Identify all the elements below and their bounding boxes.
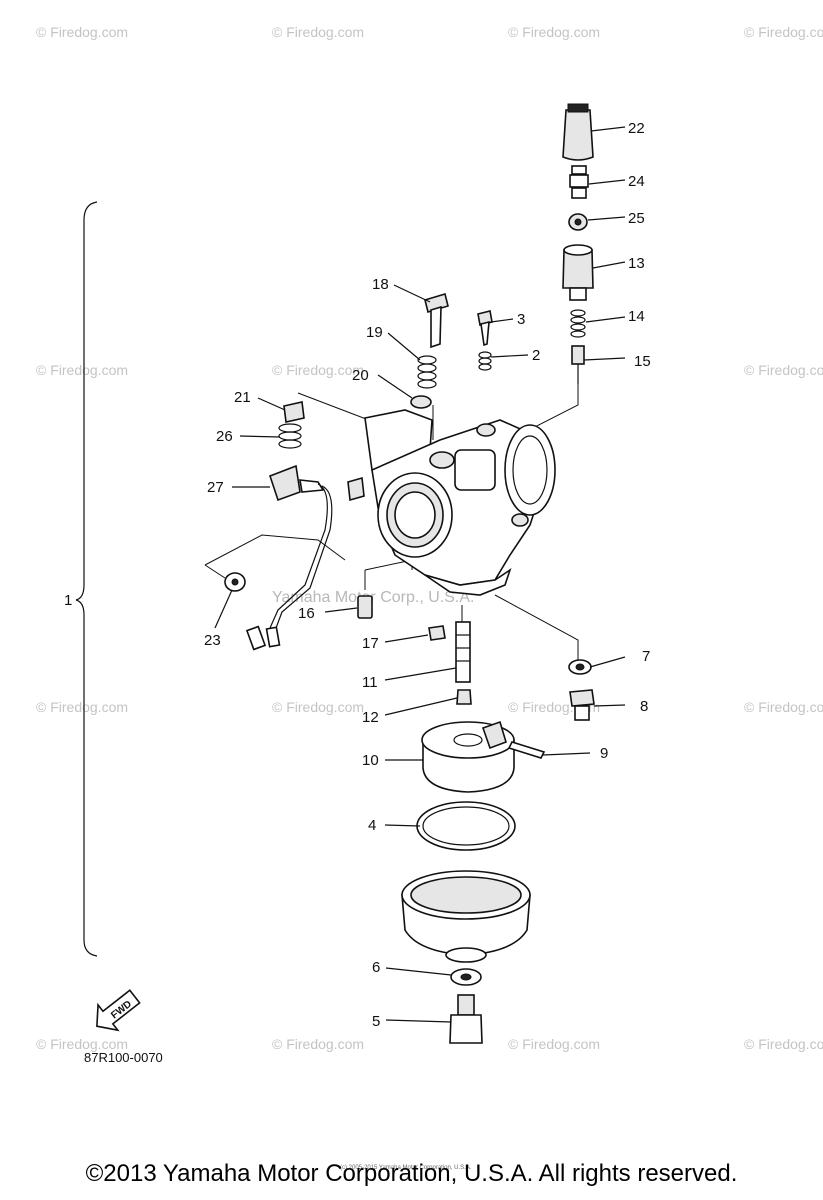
watermark-firedog: © Firedog.com — [36, 1036, 128, 1052]
watermark-firedog: © Firedog.com — [508, 24, 600, 40]
watermark-firedog: © Firedog.com — [744, 1036, 823, 1052]
part-9-pin — [507, 741, 546, 759]
callout-5: 5 — [372, 1013, 380, 1030]
part-12-jet — [456, 689, 472, 705]
part-20-washer — [410, 395, 432, 409]
callout-7: 7 — [642, 648, 650, 665]
part-10-float — [421, 720, 515, 793]
watermark-firedog: © Firedog.com — [744, 24, 823, 40]
callout-22: 22 — [628, 120, 645, 137]
part-14-spring — [570, 309, 586, 338]
part-2-spring — [478, 351, 492, 371]
part-6-washer — [450, 968, 482, 986]
part-22-cap — [562, 103, 594, 161]
watermark-firedog: © Firedog.com — [272, 1036, 364, 1052]
callout-21: 21 — [234, 389, 251, 406]
part-17-screw — [428, 625, 446, 641]
part-13-chamber-top — [562, 244, 594, 301]
callout-24: 24 — [628, 173, 645, 190]
part-3-screw — [477, 310, 493, 347]
callout-4: 4 — [368, 817, 376, 834]
watermark-firedog: © Firedog.com — [272, 362, 364, 378]
float-bowl — [401, 870, 531, 963]
part-25-nut — [568, 213, 588, 231]
callout-1: 1 — [64, 592, 72, 609]
watermark-firedog: © Firedog.com — [36, 362, 128, 378]
assembly-bracket — [75, 201, 98, 957]
callout-10: 10 — [362, 752, 379, 769]
callout-27: 27 — [207, 479, 224, 496]
callout-15: 15 — [634, 353, 651, 370]
part-16-fitting — [357, 595, 373, 619]
callout-12: 12 — [362, 709, 379, 726]
diagram-code: 87R100-0070 — [84, 1050, 163, 1065]
callout-25: 25 — [628, 210, 645, 227]
watermark-firedog: © Firedog.com — [744, 699, 823, 715]
part-8-drain-screw — [569, 689, 595, 721]
callout-14: 14 — [628, 308, 645, 325]
watermark-firedog: © Firedog.com — [508, 1036, 600, 1052]
callout-2: 2 — [532, 347, 540, 364]
callout-13: 13 — [628, 255, 645, 272]
part-23-washer — [224, 572, 246, 592]
tiny-copyright-notice: (c) 2005-2015 Yamaha Motor Corporation, … — [340, 1165, 472, 1171]
callout-11: 11 — [362, 674, 378, 691]
watermark-firedog: © Firedog.com — [36, 699, 128, 715]
part-4-gasket — [416, 801, 516, 851]
part-24-adjuster — [569, 165, 589, 199]
callout-8: 8 — [640, 698, 648, 715]
watermark-firedog: © Firedog.com — [272, 24, 364, 40]
watermark-yamaha: Yamaha Motor Corp., U.S.A. — [272, 589, 474, 606]
callout-3: 3 — [517, 311, 525, 328]
leader-lines — [214, 126, 626, 1023]
watermark-firedog: © Firedog.com — [744, 362, 823, 378]
callout-9: 9 — [600, 745, 608, 762]
part-27-choke — [245, 464, 333, 651]
part-21-cap — [283, 401, 305, 423]
part-11-jet-tube — [455, 621, 471, 683]
part-5-drain-plug — [449, 994, 483, 1044]
callout-19: 19 — [366, 324, 383, 341]
watermark-firedog: © Firedog.com — [36, 24, 128, 40]
part-15-needle — [571, 345, 585, 384]
part-26-spring — [278, 423, 302, 449]
watermark-firedog: © Firedog.com — [272, 699, 364, 715]
part-7-washer — [568, 659, 592, 675]
callout-23: 23 — [204, 632, 221, 649]
watermark-layer: © Firedog.com © Firedog.com © Firedog.co… — [36, 24, 823, 1052]
carburetor-body — [347, 409, 556, 596]
callout-18: 18 — [372, 276, 389, 293]
part-18-screw — [424, 292, 449, 349]
fwd-arrow: FWD — [96, 989, 141, 1032]
callout-6: 6 — [372, 959, 380, 976]
copyright-footer: ©2013 Yamaha Motor Corporation, U.S.A. A… — [85, 1160, 738, 1187]
callout-20: 20 — [352, 367, 369, 384]
callouts: 22 24 25 13 14 15 3 2 18 19 20 21 26 27 … — [204, 120, 651, 1030]
callout-26: 26 — [216, 428, 233, 445]
callout-17: 17 — [362, 635, 379, 652]
callout-16: 16 — [298, 605, 315, 622]
part-19-spring — [417, 355, 437, 389]
